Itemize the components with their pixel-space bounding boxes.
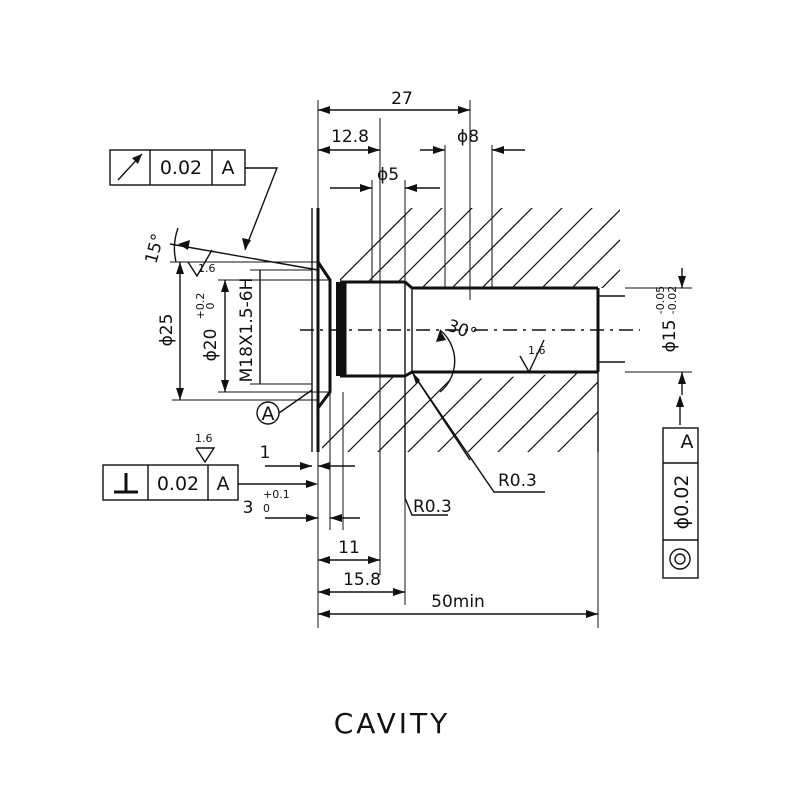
dim-thread: M18X1.5-6H bbox=[237, 278, 257, 383]
dim-phi8: ϕ8 bbox=[457, 127, 479, 147]
svg-text:1.6: 1.6 bbox=[528, 344, 546, 357]
dimension-lines bbox=[172, 106, 692, 618]
svg-text:1.6: 1.6 bbox=[198, 262, 216, 275]
surface-finish-left: 1.6 bbox=[187, 249, 216, 278]
extension-lines bbox=[317, 100, 599, 628]
datum-a-label: A bbox=[262, 403, 275, 425]
dim-3: 3 bbox=[243, 498, 254, 518]
concentricity-icon bbox=[669, 548, 691, 570]
dim-r03-right: R0.3 bbox=[498, 471, 537, 491]
fcf-perpendicularity: 0.02 A bbox=[102, 464, 239, 501]
dim-3-tol-upper: +0.1 bbox=[263, 488, 290, 501]
dim-phi15-tol-upper: -0.05 bbox=[654, 286, 667, 314]
fcf-perp-datum: A bbox=[217, 473, 230, 495]
dim-phi20-tol-lower: 0 bbox=[204, 303, 217, 310]
dim-phi20-tol-upper: +0.2 bbox=[194, 293, 207, 320]
dim-12-8: 12.8 bbox=[331, 127, 369, 147]
fcf-leaders bbox=[238, 167, 684, 488]
fcf-runout-datum: A bbox=[222, 157, 235, 179]
radius-leaders bbox=[404, 371, 545, 516]
dim-phi20: ϕ20 bbox=[201, 329, 221, 362]
fcf-concentric-value: ϕ0.02 bbox=[671, 475, 693, 530]
dim-phi25: ϕ25 bbox=[157, 314, 177, 347]
dim-phi5: ϕ5 bbox=[377, 165, 399, 185]
dim-phi15-tol-lower: -0.02 bbox=[666, 286, 679, 314]
datum-a-symbol: A bbox=[256, 389, 313, 425]
dim-1: 1 bbox=[260, 443, 271, 463]
fcf-perp-value: 0.02 bbox=[157, 473, 199, 495]
fcf-concentric-datum: A bbox=[681, 431, 694, 453]
angle-30 bbox=[411, 329, 471, 461]
dim-11: 11 bbox=[338, 538, 360, 558]
hatch-upper bbox=[340, 208, 620, 288]
dim-phi15: ϕ15 bbox=[660, 320, 680, 353]
surface-finish-bottom: 1.6 bbox=[195, 432, 216, 464]
dim-r03-left: R0.3 bbox=[413, 497, 452, 517]
hatch-lower bbox=[322, 372, 598, 452]
surface-finish-bore: 1.6 bbox=[519, 339, 546, 374]
angle-15 bbox=[169, 227, 319, 271]
svg-text:1.6: 1.6 bbox=[195, 432, 213, 445]
dim-50min: 50min bbox=[431, 592, 485, 612]
fcf-runout: 0.02 A bbox=[109, 149, 246, 186]
drawing-title: CAVITY bbox=[334, 707, 451, 740]
fcf-runout-value: 0.02 bbox=[160, 157, 202, 179]
dim-15deg: 15° bbox=[142, 232, 169, 266]
fcf-concentricity: A ϕ0.02 bbox=[662, 427, 699, 579]
dim-27: 27 bbox=[391, 89, 413, 109]
dim-3-tol-lower: 0 bbox=[263, 502, 270, 515]
dim-15-8: 15.8 bbox=[343, 570, 381, 590]
